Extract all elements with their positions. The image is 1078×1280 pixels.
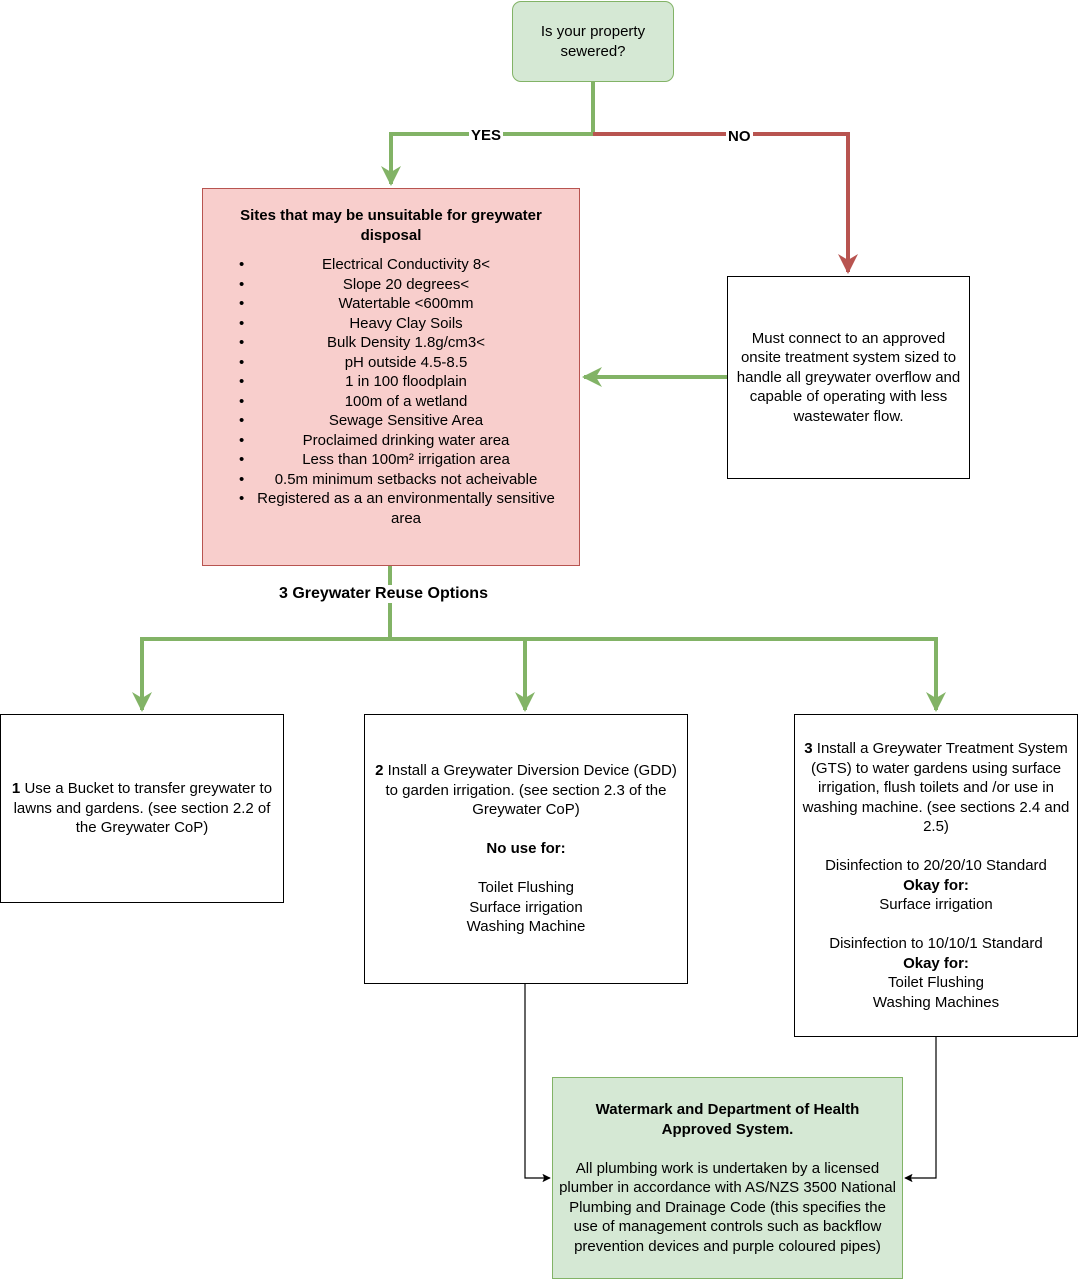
option1-text: Use a Bucket to transfer greywater to la… <box>13 780 273 837</box>
option3-standard-2: Disinfection to 10/10/1 Standard <box>829 935 1043 952</box>
option3-text: Install a Greywater Treatment System (GT… <box>802 740 1070 835</box>
option3-okay-item: Surface irrigation <box>879 896 993 913</box>
unsuitable-sites-title: Sites that may be unsuitable for greywat… <box>240 207 542 244</box>
no-edge <box>593 132 858 274</box>
option2-no-use-item: Washing Machine <box>466 918 586 936</box>
option2-no-use-title: No use for: <box>486 840 566 858</box>
option3-description: 3 Install a Greywater Treatment System (… <box>797 739 1075 837</box>
approved-system-node: Watermark and Department of Health Appro… <box>552 1077 903 1279</box>
option2-no-use-item: Surface irrigation <box>469 898 583 916</box>
criteria-item: Bulk Density 1.8g/cm3< <box>203 333 579 353</box>
onsite-treatment-text: Must connect to an approved onsite treat… <box>736 329 961 425</box>
reuse-options-label: 3 Greywater Reuse Options <box>276 585 491 603</box>
option2-to-approved-edge <box>524 983 551 1183</box>
option3-standard-1: Disinfection to 20/20/10 Standard <box>825 857 1047 874</box>
criteria-item: Less than 100m² irrigation area <box>203 450 579 470</box>
option1-description: 1 Use a Bucket to transfer greywater to … <box>3 779 281 838</box>
option2-edge <box>390 637 535 712</box>
option3-edge <box>525 637 946 712</box>
option3-okay-title-2: Okay for: <box>903 954 969 972</box>
yes-label: YES <box>469 127 504 145</box>
criteria-item: 100m of a wetland <box>203 392 579 412</box>
option2-number: 2 <box>375 762 384 780</box>
option3-number: 3 <box>804 740 813 757</box>
sewered-question-node: Is your property sewered? <box>512 1 674 82</box>
option3-okay-item: Toilet Flushing <box>888 974 984 991</box>
approved-system-title: Watermark and Department of Health Appro… <box>595 1101 860 1138</box>
option1-number: 1 <box>11 780 21 798</box>
unsuitable-criteria-list: Electrical Conductivity 8< Slope 20 degr… <box>203 255 579 528</box>
option1-bucket-node: 1 Use a Bucket to transfer greywater to … <box>0 714 284 903</box>
criteria-item: Registered as a an environmentally sensi… <box>203 489 579 528</box>
no-label: NO <box>726 128 753 146</box>
criteria-item: 0.5m minimum setbacks not acheivable <box>203 470 579 490</box>
option2-diversion-node: 2 Install a Greywater Diversion Device (… <box>364 714 688 984</box>
criteria-item: Watertable <600mm <box>203 294 579 314</box>
criteria-item: Heavy Clay Soils <box>203 314 579 334</box>
option2-description: 2 Install a Greywater Diversion Device (… <box>371 761 681 820</box>
option2-no-use-item: Toilet Flushing <box>478 879 574 897</box>
criteria-item: Proclaimed drinking water area <box>203 431 579 451</box>
option3-okay-item: Washing Machines <box>872 993 1000 1011</box>
criteria-item: Electrical Conductivity 8< <box>203 255 579 275</box>
approved-system-text: All plumbing work is undertaken by a lic… <box>559 1159 896 1255</box>
option3-to-approved-edge <box>904 1037 937 1183</box>
criteria-item: Slope 20 degrees< <box>203 275 579 295</box>
unsuitable-sites-node: Sites that may be unsuitable for greywat… <box>202 188 580 566</box>
criteria-item: pH outside 4.5-8.5 <box>203 353 579 373</box>
criteria-item: Sewage Sensitive Area <box>203 411 579 431</box>
option3-treatment-node: 3 Install a Greywater Treatment System (… <box>794 714 1078 1037</box>
option3-okay-title-1: Okay for: <box>903 876 969 894</box>
sewered-question-text: Is your property sewered? <box>540 23 646 60</box>
criteria-item: 1 in 100 floodplain <box>203 372 579 392</box>
option2-text: Install a Greywater Diversion Device (GD… <box>385 762 677 819</box>
onsite-treatment-node: Must connect to an approved onsite treat… <box>727 276 970 479</box>
